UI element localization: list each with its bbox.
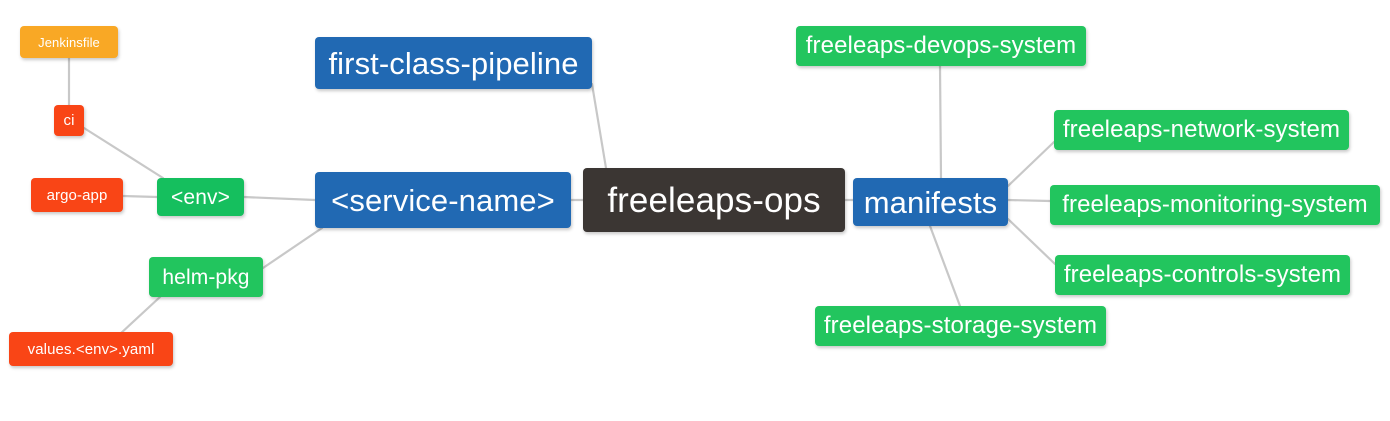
edge-manifests-to-storage-system — [928, 224, 962, 308]
edge-env-to-argo-app — [121, 194, 159, 199]
edge-service-name-to-helm-pkg — [261, 226, 324, 270]
edge-service-name-to-env — [242, 195, 317, 202]
edge-manifests-to-devops-system — [938, 64, 943, 180]
node-ci[interactable]: ci — [54, 105, 84, 136]
node-controls-system[interactable]: freeleaps-controls-system — [1055, 255, 1350, 295]
node-argo-app[interactable]: argo-app — [31, 178, 123, 212]
node-manifests[interactable]: manifests — [853, 178, 1008, 226]
node-values-yaml[interactable]: values.<env>.yaml — [9, 332, 173, 366]
edge-helm-pkg-to-values-yaml — [118, 295, 162, 336]
edge-manifests-to-network-system — [1006, 140, 1056, 188]
node-root[interactable]: freeleaps-ops — [583, 168, 845, 232]
node-network-system[interactable]: freeleaps-network-system — [1054, 110, 1349, 150]
node-env[interactable]: <env> — [157, 178, 244, 216]
node-service-name[interactable]: <service-name> — [315, 172, 571, 228]
node-storage-system[interactable]: freeleaps-storage-system — [815, 306, 1106, 346]
edge-manifests-to-controls-system — [1006, 217, 1057, 266]
edge-root-to-first-class-pipeline — [590, 82, 608, 170]
node-monitoring-system[interactable]: freeleaps-monitoring-system — [1050, 185, 1380, 225]
edge-env-to-ci — [82, 126, 165, 180]
edge-manifests-to-monitoring-system — [1006, 198, 1052, 203]
node-jenkinsfile[interactable]: Jenkinsfile — [20, 26, 118, 58]
node-first-class-pipeline[interactable]: first-class-pipeline — [315, 37, 592, 89]
node-devops-system[interactable]: freeleaps-devops-system — [796, 26, 1086, 66]
node-helm-pkg[interactable]: helm-pkg — [149, 257, 263, 297]
